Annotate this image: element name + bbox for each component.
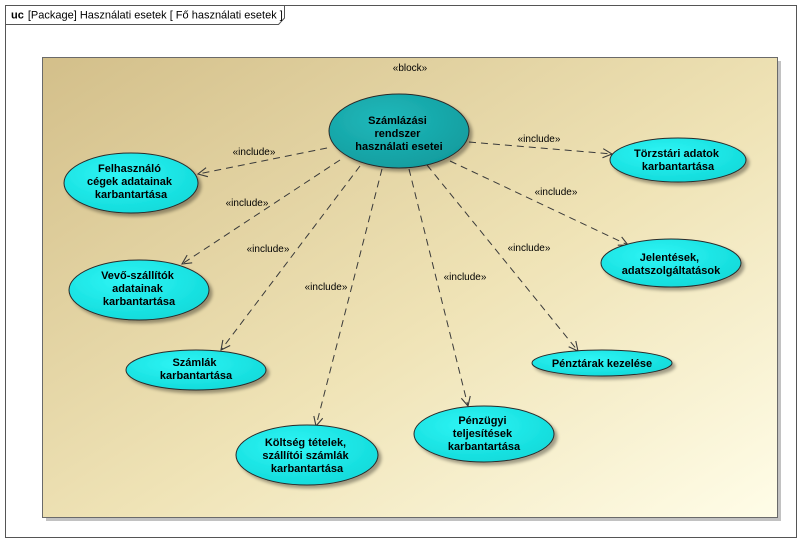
use-case-vevo-szallitok[interactable]: Vevő-szállítók adatainak karbantartása bbox=[68, 259, 210, 321]
use-case-koltseg-tetelek[interactable]: Költség tételek, szállítói számlák karba… bbox=[235, 424, 379, 486]
include-torzstari: «include» bbox=[468, 134, 612, 154]
include-penzugyi: «include» bbox=[408, 168, 487, 406]
use-case-label: Törzstári adatok karbantartása bbox=[634, 148, 722, 173]
use-case-label: Költség tételek, szállítói számlák karba… bbox=[262, 437, 351, 475]
use-case-label: Számlák karbantartása bbox=[160, 357, 233, 382]
use-case-label: Pénzügyi teljesítések karbantartása bbox=[448, 415, 521, 453]
include-label: «include» bbox=[233, 147, 276, 158]
include-penztarak: «include» bbox=[426, 164, 578, 351]
include-vevo: «include» bbox=[182, 159, 341, 264]
use-case-label: Jelentések, adatszolgáltatások bbox=[622, 252, 721, 277]
frame-title: [Package] Használati esetek [ Fő használ… bbox=[28, 10, 283, 22]
include-label: «include» bbox=[226, 198, 269, 209]
use-case-torzstari-adatok[interactable]: Törzstári adatok karbantartása bbox=[609, 137, 747, 183]
use-case-jelentesek[interactable]: Jelentések, adatszolgáltatások bbox=[600, 238, 742, 288]
include-label: «include» bbox=[305, 282, 348, 293]
use-case-szamlak[interactable]: Számlák karbantartása bbox=[125, 349, 267, 391]
include-jelentesek: «include» bbox=[449, 160, 628, 245]
frame-header: uc [Package] Használati esetek [ Fő haszn… bbox=[11, 10, 283, 22]
frame-keyword: uc bbox=[11, 10, 24, 22]
use-case-label: Vevő-szállítók adatainak karbantartása bbox=[101, 270, 177, 308]
include-label: «include» bbox=[444, 272, 487, 283]
include-label: «include» bbox=[535, 187, 578, 198]
include-label: «include» bbox=[518, 134, 561, 145]
include-relationships: «include» «include» «include» «include» … bbox=[182, 134, 628, 426]
use-case-label: Felhasználó cégek adatainak karbantartás… bbox=[87, 163, 175, 201]
use-case-label: Számlázási rendszer használati esetei bbox=[355, 115, 442, 153]
use-case-label: Pénztárak kezelése bbox=[552, 358, 652, 370]
include-felhasznalo: «include» bbox=[198, 147, 328, 174]
use-case-felhasznalo-cegek[interactable]: Felhasználó cégek adatainak karbantartás… bbox=[63, 152, 199, 214]
include-koltseg: «include» bbox=[305, 168, 383, 426]
include-label: «include» bbox=[508, 243, 551, 254]
include-label: «include» bbox=[247, 244, 290, 255]
use-case-penztarak[interactable]: Pénztárak kezelése bbox=[531, 349, 673, 377]
use-case-penzugyi-teljesitesek[interactable]: Pénzügyi teljesítések karbantartása bbox=[413, 405, 555, 463]
include-szamlak: «include» bbox=[221, 165, 361, 350]
block-stereotype: «block» bbox=[393, 63, 428, 74]
use-case-central[interactable]: Számlázási rendszer használati esetei bbox=[328, 93, 470, 169]
